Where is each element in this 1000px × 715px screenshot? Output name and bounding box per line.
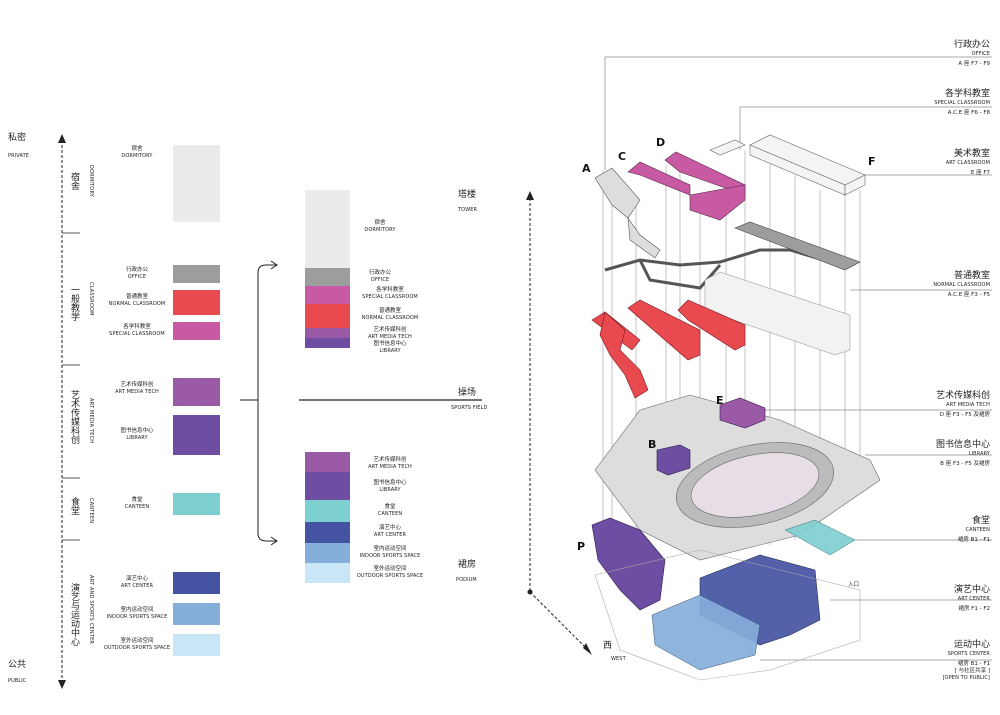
swatch-art-center bbox=[173, 572, 220, 594]
swatch-normal-classroom bbox=[173, 290, 220, 315]
category-art-media-en: ART MEDIA TECH bbox=[88, 398, 94, 444]
letter-d: D bbox=[656, 136, 665, 149]
letter-p: P bbox=[577, 540, 585, 553]
entrance-label: 入口 bbox=[848, 582, 860, 588]
tower-art-media bbox=[305, 328, 350, 338]
swatch-office bbox=[173, 265, 220, 283]
swatch-art-media bbox=[173, 378, 220, 406]
tower-title: 塔楼 bbox=[458, 190, 477, 200]
tower-title-en: TOWER bbox=[458, 207, 478, 213]
category-classroom-en: CLASSROOM bbox=[88, 282, 94, 316]
podium-title-en: PODIUM bbox=[456, 577, 477, 583]
swatch-special-classroom bbox=[173, 322, 220, 340]
letter-b: B bbox=[648, 438, 656, 451]
category-canteen: 食堂 bbox=[69, 497, 79, 515]
tower-library bbox=[305, 338, 350, 348]
podium-library bbox=[305, 472, 350, 500]
axis-bottom-label: 公共 bbox=[8, 660, 27, 670]
podium-art-media bbox=[305, 452, 350, 472]
category-art-media: 艺术传媒科创 bbox=[69, 390, 79, 444]
podium-canteen bbox=[305, 500, 350, 522]
letter-c: C bbox=[618, 150, 626, 163]
letter-e: E bbox=[716, 394, 724, 407]
swatch-outdoor-sports bbox=[173, 634, 220, 656]
axis-top-label-en: PRIVATE bbox=[8, 153, 30, 159]
swatch-canteen bbox=[173, 493, 220, 515]
category-canteen-en: CANTEEN bbox=[88, 498, 94, 524]
podium-title: 裙房 bbox=[458, 560, 477, 570]
category-dormitory-en: DORMITORY bbox=[88, 165, 94, 198]
west-label-en: WEST bbox=[611, 656, 626, 662]
letter-a: A bbox=[582, 162, 591, 175]
swatch-library bbox=[173, 415, 220, 455]
podium-indoor-sports bbox=[305, 543, 350, 563]
letter-f: F bbox=[868, 155, 876, 168]
category-sports-en: ART AND SPORTS CENTER bbox=[88, 575, 94, 645]
category-dormitory: 宿舍 bbox=[69, 172, 79, 190]
west-label: 西 bbox=[603, 641, 613, 651]
category-sports: 演艺与运动中心 bbox=[69, 583, 79, 646]
podium-outdoor-sports bbox=[305, 563, 350, 583]
axis-top-label: 私密 bbox=[8, 133, 27, 143]
category-classroom: 一般教学 bbox=[69, 285, 79, 321]
tower-special-classroom bbox=[305, 286, 350, 304]
podium-art-center bbox=[305, 522, 350, 543]
field-title: 操场 bbox=[458, 388, 477, 398]
axis-bottom-label-en: PUBLIC bbox=[8, 678, 27, 684]
tower-dormitory bbox=[305, 190, 350, 268]
tower-office bbox=[305, 268, 350, 286]
swatch-indoor-sports bbox=[173, 603, 220, 625]
field-title-en: SPORTS FIELD bbox=[451, 405, 488, 411]
swatch-dormitory bbox=[173, 145, 220, 222]
tower-normal-classroom bbox=[305, 304, 350, 328]
